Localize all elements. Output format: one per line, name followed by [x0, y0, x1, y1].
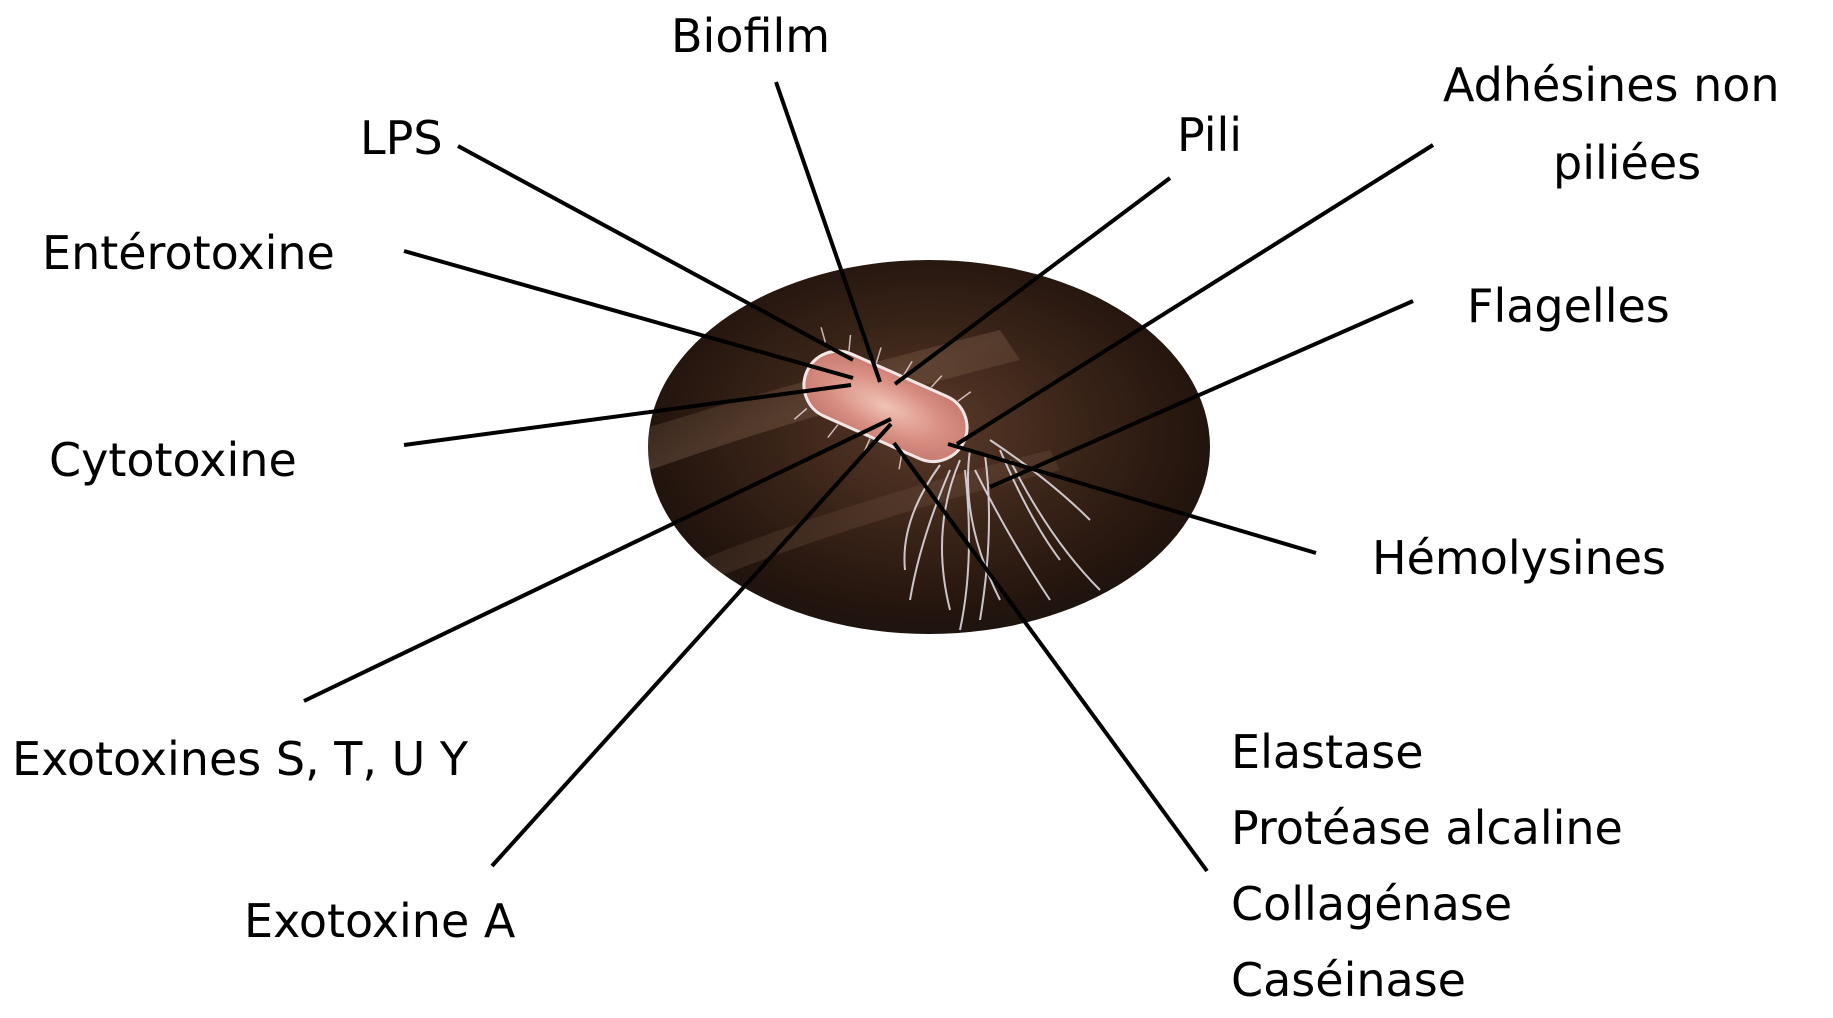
label-exotoxine-a: Exotoxine A: [244, 898, 515, 944]
label-exotoxines-stuy: Exotoxines S, T, U Y: [12, 736, 468, 782]
bacterium-micrograph: [640, 260, 1210, 634]
label-collagenase: Collagénase: [1231, 866, 1623, 942]
label-lps: LPS: [360, 115, 443, 161]
label-adhesines-line2: piliées: [1553, 140, 1701, 186]
label-caseinase: Caséinase: [1231, 942, 1623, 1018]
label-protease-alcaline: Protéase alcaline: [1231, 790, 1623, 866]
label-cytotoxine: Cytotoxine: [49, 437, 297, 483]
label-biofilm: Biofilm: [671, 13, 830, 59]
label-pili: Pili: [1177, 112, 1242, 158]
label-elastase: Elastase: [1231, 714, 1623, 790]
line-lps: [458, 146, 853, 360]
label-enterotoxine: Entérotoxine: [42, 230, 335, 276]
label-hemolysines: Hémolysines: [1372, 535, 1666, 581]
label-adhesines-line1: Adhésines non: [1443, 62, 1780, 108]
label-enzymes-group: Elastase Protéase alcaline Collagénase C…: [1231, 714, 1623, 1018]
label-flagelles: Flagelles: [1467, 283, 1670, 329]
